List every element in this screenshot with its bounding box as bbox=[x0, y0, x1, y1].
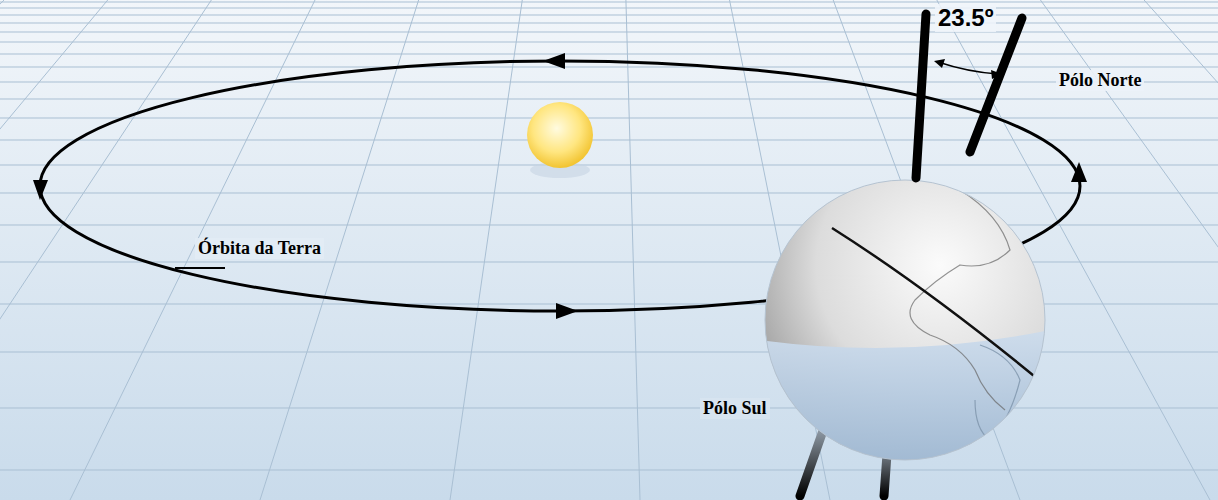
vertical-axis bbox=[916, 14, 926, 178]
grid-line bbox=[0, 15, 1218, 16]
grid-line bbox=[0, 193, 1218, 194]
grid-line bbox=[0, 140, 1218, 141]
grid-line bbox=[0, 408, 1218, 409]
grid-line bbox=[0, 165, 1218, 166]
tilted-axis bbox=[970, 18, 1022, 152]
grid-line bbox=[450, 0, 522, 500]
grid-line bbox=[0, 225, 1218, 226]
leader-line bbox=[175, 267, 225, 269]
orbit-arrow bbox=[556, 303, 578, 319]
sun bbox=[527, 102, 593, 168]
orbit-label: Órbita da Terra bbox=[195, 238, 324, 259]
angle-arrowhead bbox=[934, 59, 945, 68]
grid-line bbox=[0, 82, 1218, 83]
orbit-arrow bbox=[33, 180, 48, 200]
angle-label: 23.5º bbox=[935, 4, 996, 32]
grid-line bbox=[0, 0, 211, 500]
grid-line bbox=[0, 262, 1218, 263]
grid-line bbox=[0, 470, 1218, 471]
grid-line bbox=[1040, 0, 1218, 500]
orbit-arrow bbox=[543, 53, 565, 69]
grid-line bbox=[0, 32, 1218, 33]
grid-line bbox=[0, 0, 4, 500]
grid-line bbox=[1144, 0, 1218, 500]
angle-arc bbox=[938, 62, 998, 74]
angle-arrowhead bbox=[991, 70, 1002, 79]
grid-line bbox=[0, 23, 1218, 24]
grid-line bbox=[0, 0, 108, 500]
orbit-arrow bbox=[1071, 162, 1087, 182]
grid-line bbox=[0, 2, 1218, 3]
south-axis bbox=[800, 425, 825, 496]
pole-label: Pólo Sul bbox=[700, 398, 770, 419]
grid-line bbox=[0, 67, 1218, 68]
grid-line bbox=[626, 0, 640, 500]
earth bbox=[760, 175, 1060, 475]
pole-label: Pólo Norte bbox=[1056, 70, 1144, 91]
grid-line bbox=[0, 8, 1218, 9]
grid-line bbox=[0, 118, 1218, 119]
grid-line bbox=[0, 54, 1218, 55]
